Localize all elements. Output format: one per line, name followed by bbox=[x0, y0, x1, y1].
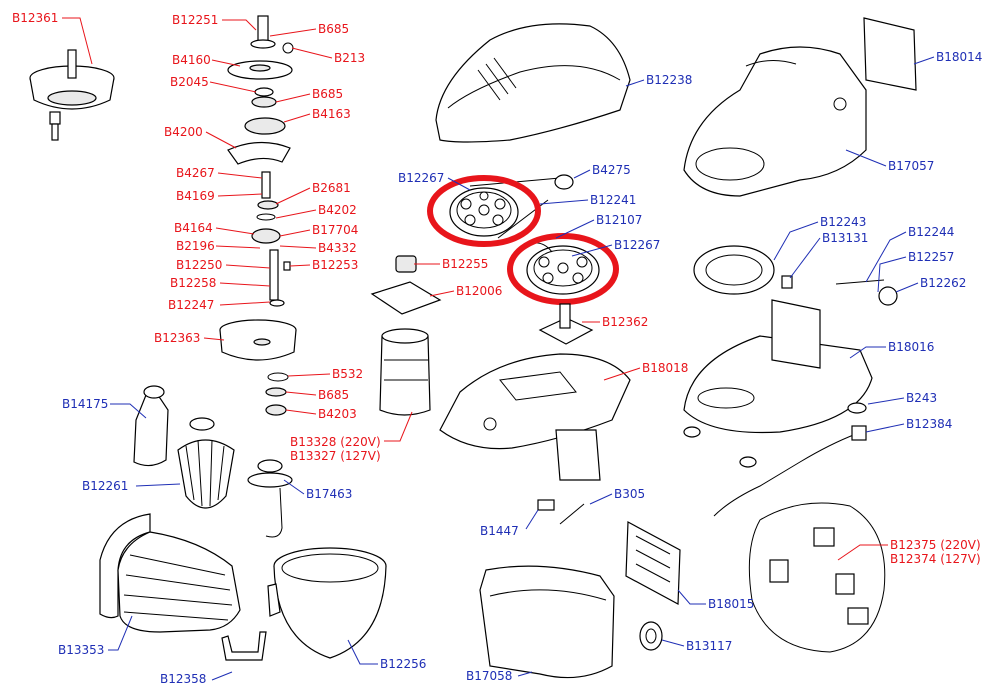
bowl-guard-part bbox=[99, 513, 241, 633]
label-b12247: B12247 bbox=[168, 298, 214, 312]
label-b12258: B12258 bbox=[170, 276, 216, 290]
label-b243: B243 bbox=[906, 391, 937, 405]
label-b12384: B12384 bbox=[906, 417, 952, 431]
switch-spring-part bbox=[537, 499, 585, 525]
label-b4275: B4275 bbox=[592, 163, 631, 177]
label-b12262: B12262 bbox=[920, 276, 966, 290]
main-body-part bbox=[683, 46, 867, 197]
label-b685-mid: B685 bbox=[312, 87, 343, 101]
bolt-part bbox=[835, 279, 898, 306]
planetary-assembly-part bbox=[29, 49, 115, 141]
label-b12251: B12251 bbox=[172, 13, 218, 27]
motor-part bbox=[370, 255, 442, 416]
top-cover-part bbox=[435, 23, 631, 143]
frame-plate-part bbox=[683, 299, 873, 468]
label-b17058: B17058 bbox=[466, 669, 512, 683]
label-b12256: B12256 bbox=[380, 657, 426, 671]
label-b13328: B13328 (220V) bbox=[290, 435, 381, 449]
label-b213: B213 bbox=[334, 51, 365, 65]
label-b17057: B17057 bbox=[888, 159, 934, 173]
pulley-drive-part bbox=[449, 174, 600, 295]
label-b18015: B18015 bbox=[708, 597, 754, 611]
label-b12267-top: B12267 bbox=[398, 171, 444, 185]
label-b4200: B4200 bbox=[164, 125, 203, 139]
label-b13327: B13327 (127V) bbox=[290, 449, 381, 463]
label-b2681: B2681 bbox=[312, 181, 351, 195]
bowl-ring-part bbox=[219, 319, 297, 416]
electronics-kit-part bbox=[748, 502, 886, 653]
label-b13117: B13117 bbox=[686, 639, 732, 653]
label-b2196: B2196 bbox=[176, 239, 215, 253]
label-b4160: B4160 bbox=[172, 53, 211, 67]
label-b12243: B12243 bbox=[820, 215, 866, 229]
back-plate-part bbox=[863, 17, 917, 91]
label-b18016: B18016 bbox=[888, 340, 934, 354]
label-b4163: B4163 bbox=[312, 107, 351, 121]
label-b12257: B12257 bbox=[908, 250, 954, 264]
label-b12241: B12241 bbox=[590, 193, 636, 207]
label-b2045: B2045 bbox=[170, 75, 209, 89]
label-b12244: B12244 bbox=[908, 225, 954, 239]
whisk-part bbox=[177, 417, 235, 509]
label-b685-low: B685 bbox=[318, 388, 349, 402]
label-b13131: B13131 bbox=[822, 231, 868, 245]
label-b12261: B12261 bbox=[82, 479, 128, 493]
highlight-circle-lower bbox=[507, 233, 619, 305]
label-b12253: B12253 bbox=[312, 258, 358, 272]
label-b12362: B12362 bbox=[602, 315, 648, 329]
label-b305: B305 bbox=[614, 487, 645, 501]
red-leaders bbox=[62, 17, 888, 561]
label-b1447: B1447 bbox=[480, 524, 519, 538]
callout-labels: B12361 B12251 B685 B213 B4160 B2045 B685… bbox=[12, 11, 982, 686]
label-b12250: B12250 bbox=[176, 258, 222, 272]
label-b12267-low: B12267 bbox=[614, 238, 660, 252]
label-b12358: B12358 bbox=[160, 672, 206, 686]
label-b12107: B12107 bbox=[596, 213, 642, 227]
lower-housing-part bbox=[479, 565, 615, 679]
base-plate-part bbox=[439, 353, 631, 481]
knob-ring-part bbox=[639, 621, 663, 651]
label-b532: B532 bbox=[332, 367, 363, 381]
dough-hook-part bbox=[133, 385, 169, 467]
label-b17704: B17704 bbox=[312, 223, 358, 237]
label-b17463: B17463 bbox=[306, 487, 352, 501]
highlight-circle-upper bbox=[427, 175, 541, 247]
label-b12363: B12363 bbox=[154, 331, 200, 345]
label-b18014: B18014 bbox=[936, 50, 982, 64]
label-b12238: B12238 bbox=[646, 73, 692, 87]
vent-panel-part bbox=[625, 521, 681, 605]
gear-shaft-stack-part bbox=[227, 15, 294, 307]
label-b4202: B4202 bbox=[318, 203, 357, 217]
label-b4164: B4164 bbox=[174, 221, 213, 235]
bowl-part bbox=[267, 547, 387, 659]
label-b4203: B4203 bbox=[318, 407, 357, 421]
label-b12361: B12361 bbox=[12, 11, 58, 25]
label-b14175: B14175 bbox=[62, 397, 108, 411]
label-b12375: B12375 (220V) bbox=[890, 538, 981, 552]
label-b12255: B12255 bbox=[442, 257, 488, 271]
label-b18018: B18018 bbox=[642, 361, 688, 375]
label-b12374: B12374 (127V) bbox=[890, 552, 981, 566]
label-b12006: B12006 bbox=[456, 284, 502, 298]
label-b4267: B4267 bbox=[176, 166, 215, 180]
label-b4169: B4169 bbox=[176, 189, 215, 203]
label-b4332: B4332 bbox=[318, 241, 357, 255]
bowl-clip-part bbox=[221, 631, 267, 661]
blue-leaders bbox=[108, 56, 935, 681]
label-b13353: B13353 bbox=[58, 643, 104, 657]
flat-beater-part bbox=[247, 459, 293, 538]
power-cord-part bbox=[713, 425, 867, 517]
motor-spindle-part bbox=[538, 303, 594, 345]
ring-adapter-part bbox=[693, 245, 793, 295]
label-b685-top: B685 bbox=[318, 22, 349, 36]
